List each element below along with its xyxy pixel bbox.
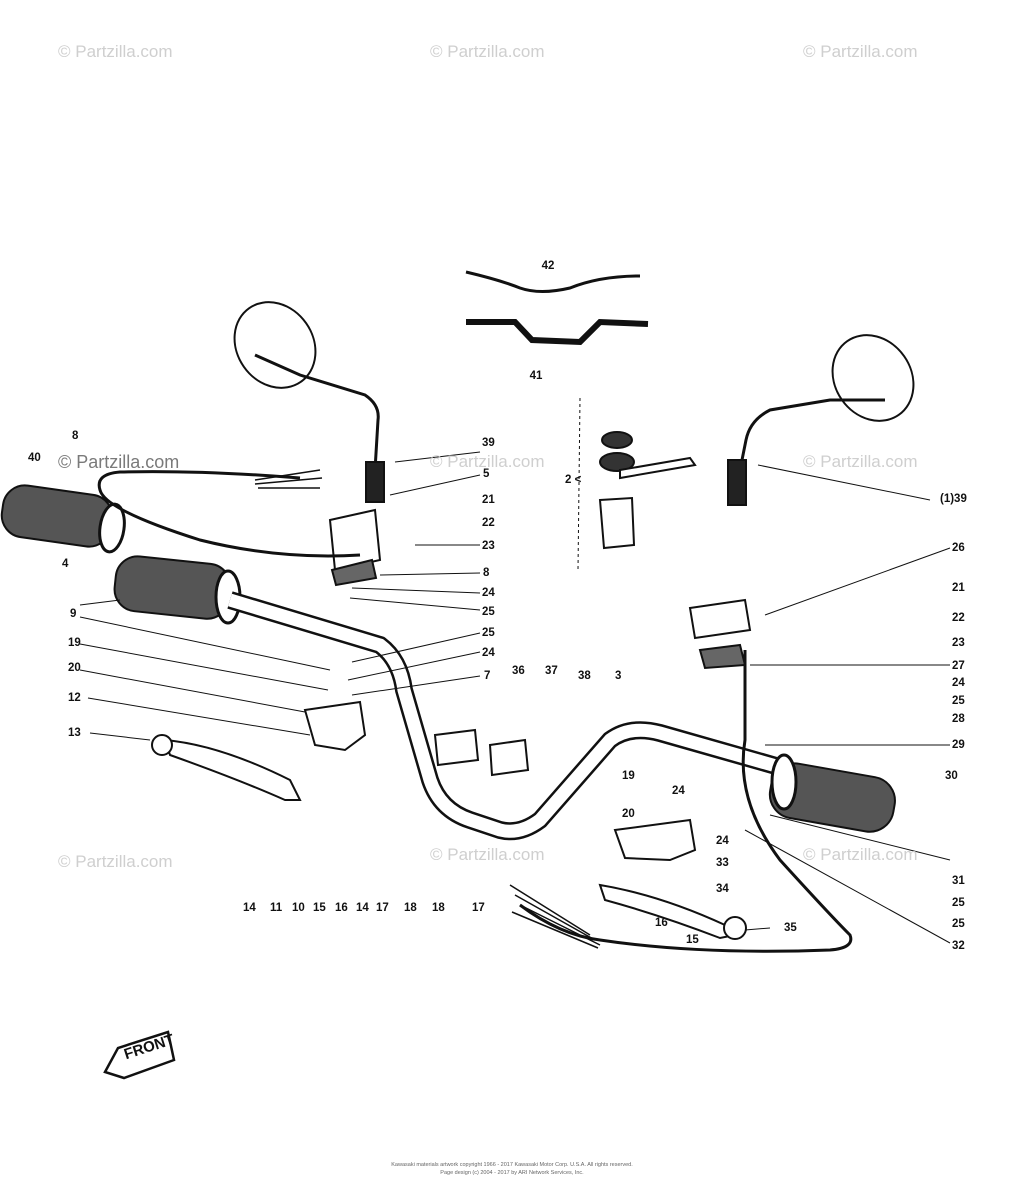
part-label: 40 <box>28 452 41 464</box>
left-lever <box>163 738 302 801</box>
front-arrow <box>103 1030 176 1080</box>
part-label: 21 <box>952 582 965 594</box>
part-label: 7 <box>484 670 491 682</box>
copyright: Page design (c) 2004 - 2017 by ARI Netwo… <box>440 1170 584 1176</box>
part-label: 35 <box>784 922 797 934</box>
part-label: 38 <box>578 670 591 682</box>
part-label: 18 <box>432 902 445 914</box>
right-lever <box>598 883 738 940</box>
part-label: 25 <box>952 695 965 707</box>
watermark: © Partzilla.com <box>803 845 918 864</box>
part-label: 37 <box>545 665 558 677</box>
part-label: 8 <box>72 430 79 442</box>
part-label: 26 <box>952 542 965 554</box>
part-label: 16 <box>655 917 668 929</box>
part-label: 25 <box>952 897 965 909</box>
grip-40 <box>0 484 114 548</box>
part-label: 10 <box>292 902 305 914</box>
part-label: 24 <box>672 785 685 797</box>
left-mirror-stem <box>254 353 380 471</box>
part-label: 3 <box>615 670 622 682</box>
watermark: © Partzilla.com <box>58 42 173 61</box>
part-label: 31 <box>952 875 965 887</box>
part-label: 32 <box>952 940 965 952</box>
part-label: 14 <box>243 902 256 914</box>
part-label: 22 <box>482 517 495 529</box>
part-label: 18 <box>404 902 417 914</box>
part-label: 24 <box>482 647 495 659</box>
clamp <box>433 728 480 767</box>
right-wire <box>519 650 853 953</box>
part-label: 27 <box>952 660 965 672</box>
watermark: © Partzilla.com <box>430 42 545 61</box>
part-label: 34 <box>716 883 729 895</box>
right-switch-housing <box>688 598 752 640</box>
right-mirror-head <box>831 334 915 422</box>
part-label: 25 <box>482 606 495 618</box>
watermark: © Partzilla.com <box>58 852 173 871</box>
handlebar-41 <box>466 318 649 346</box>
part-label: 42 <box>541 260 555 272</box>
part-label: 5 <box>483 468 490 480</box>
part-label: 9 <box>70 608 77 620</box>
part-label: 4 <box>62 558 69 570</box>
right-mirror-base <box>727 459 747 506</box>
left-wire <box>97 470 361 558</box>
part-label: 24 <box>952 677 965 689</box>
right-bracket <box>613 818 697 862</box>
part-label: 23 <box>482 540 495 552</box>
watermark: © Partzilla.com <box>430 845 545 864</box>
grip-4 <box>113 555 232 620</box>
watermark: © Partzilla.com <box>803 42 918 61</box>
part-label: 19 <box>68 637 81 649</box>
part-label: 8 <box>483 567 490 579</box>
part-label: 16 <box>335 902 348 914</box>
part-label: 24 <box>482 587 495 599</box>
part-label: 13 <box>68 727 81 739</box>
part-label: 24 <box>716 835 729 847</box>
part-label: 11 <box>270 902 283 914</box>
left-mirror-base <box>365 461 385 503</box>
part-label: 14 <box>356 902 369 914</box>
part-label: 41 <box>529 370 543 382</box>
part-label: 39 <box>482 437 495 449</box>
part-label: 36 <box>512 665 525 677</box>
part-label: 30 <box>945 770 958 782</box>
part-label: 20 <box>68 662 81 674</box>
part-label: 22 <box>952 612 965 624</box>
part-label: 20 <box>622 808 635 820</box>
part-label: 12 <box>68 692 81 704</box>
part-label: 25 <box>482 627 495 639</box>
part-label: 15 <box>313 902 326 914</box>
copyright: Kawasaki materials artwork copyright 196… <box>391 1162 633 1168</box>
part-label: 15 <box>686 934 699 946</box>
part-label: 23 <box>952 637 965 649</box>
part-label: 2 < <box>565 474 582 486</box>
part-label: (1)39 <box>940 493 967 505</box>
part-label: 21 <box>482 494 495 506</box>
part-label: 19 <box>622 770 635 782</box>
part-label: 25 <box>952 918 965 930</box>
part-label: 33 <box>716 857 729 869</box>
throttle-assembly <box>577 397 581 571</box>
left-bracket <box>303 700 367 752</box>
watermark: © Partzilla.com <box>430 452 545 471</box>
handlebar-42 <box>465 270 641 293</box>
part-label: 29 <box>952 739 965 751</box>
left-mirror-head <box>233 301 317 389</box>
part-label: 17 <box>376 902 389 914</box>
watermark: © Partzilla.com <box>58 452 180 472</box>
right-mirror-stem <box>738 398 885 471</box>
part-label: 17 <box>472 902 485 914</box>
part-label: 28 <box>952 713 965 725</box>
watermark: © Partzilla.com <box>803 452 918 471</box>
